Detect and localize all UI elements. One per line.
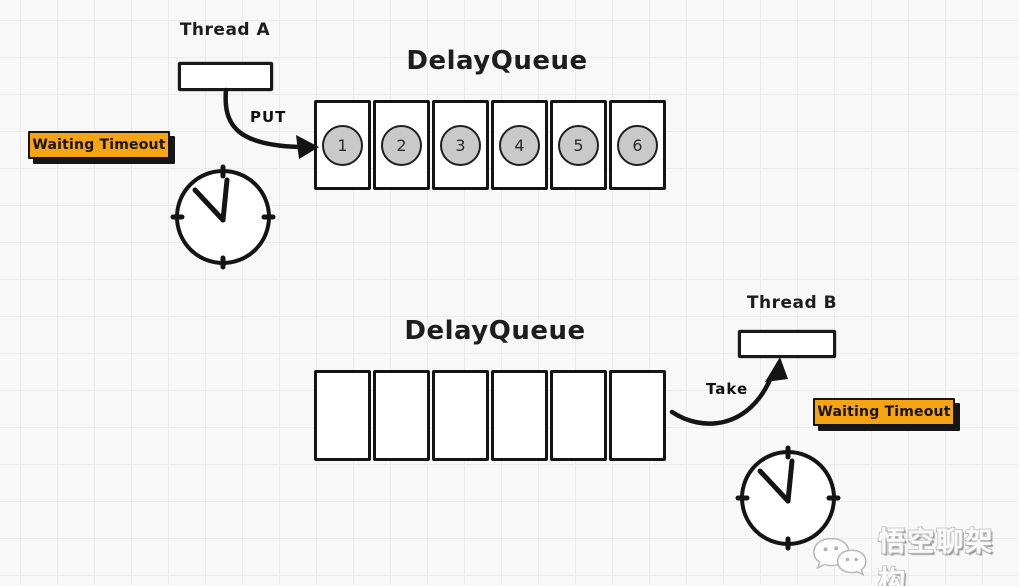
delayqueue-bottom-queue — [314, 370, 666, 461]
delayqueue-top-queue: 1 2 3 4 5 6 — [314, 100, 666, 190]
put-label: PUT — [250, 108, 287, 126]
queue-item: 1 — [322, 124, 363, 166]
waiting-timeout-badge-producer: Waiting Timeout — [28, 131, 170, 159]
queue-item: 5 — [558, 124, 599, 166]
queue-cell-empty — [550, 370, 607, 461]
queue-item: 4 — [499, 124, 540, 166]
thread-a-box — [178, 62, 273, 91]
watermark-text: 悟空聊架构 — [878, 527, 995, 586]
queue-cell: 3 — [432, 100, 489, 190]
delayqueue-top-title: DelayQueue — [406, 46, 588, 76]
queue-cell-empty — [432, 370, 489, 461]
queue-cell: 6 — [609, 100, 666, 190]
take-label: Take — [706, 380, 749, 398]
queue-item: 3 — [440, 124, 481, 166]
queue-cell-empty — [373, 370, 430, 461]
queue-cell: 2 — [373, 100, 430, 190]
queue-item: 2 — [381, 124, 422, 166]
queue-cell-empty — [491, 370, 548, 461]
watermark: 悟空聊架构 — [810, 520, 1019, 586]
waiting-clock-producer-icon — [170, 164, 276, 270]
thread-a-label: Thread A — [179, 20, 271, 40]
thread-b-label: Thread B — [746, 293, 838, 313]
thread-b-box — [738, 330, 836, 358]
queue-cell: 4 — [491, 100, 548, 190]
delayqueue-bottom-title: DelayQueue — [404, 316, 586, 346]
queue-cell: 1 — [314, 100, 371, 190]
queue-cell-empty — [314, 370, 371, 461]
queue-item: 6 — [617, 124, 658, 166]
queue-cell: 5 — [550, 100, 607, 190]
queue-cell-empty — [609, 370, 666, 461]
waiting-timeout-badge-consumer: Waiting Timeout — [813, 398, 955, 426]
wechat-chat-bubbles-icon — [813, 537, 867, 577]
